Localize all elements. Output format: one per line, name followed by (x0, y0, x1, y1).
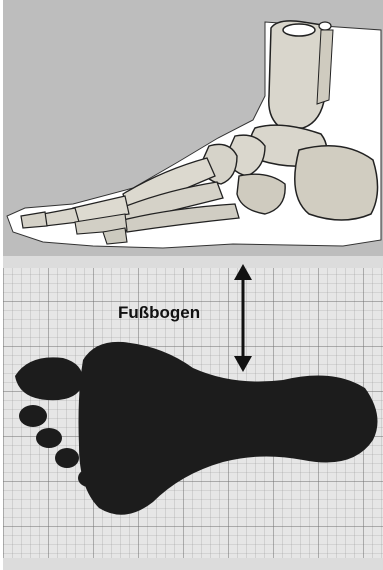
fibula-cross-section (319, 22, 331, 30)
footprint-toe-4 (55, 448, 79, 468)
foot-skeleton-panel (3, 0, 383, 256)
foot-skeleton-illustration (3, 0, 383, 256)
arch-label: Fußbogen (118, 303, 200, 323)
double-arrow-icon (232, 264, 254, 372)
footprint-toe-5 (78, 469, 100, 487)
tibia-cross-section (283, 24, 315, 36)
top-ruler (3, 256, 383, 268)
calcaneus-bone (295, 146, 378, 220)
footprint-toe-2 (19, 405, 47, 427)
bottom-ruler (3, 558, 383, 570)
footprint-toe-3 (36, 428, 62, 448)
